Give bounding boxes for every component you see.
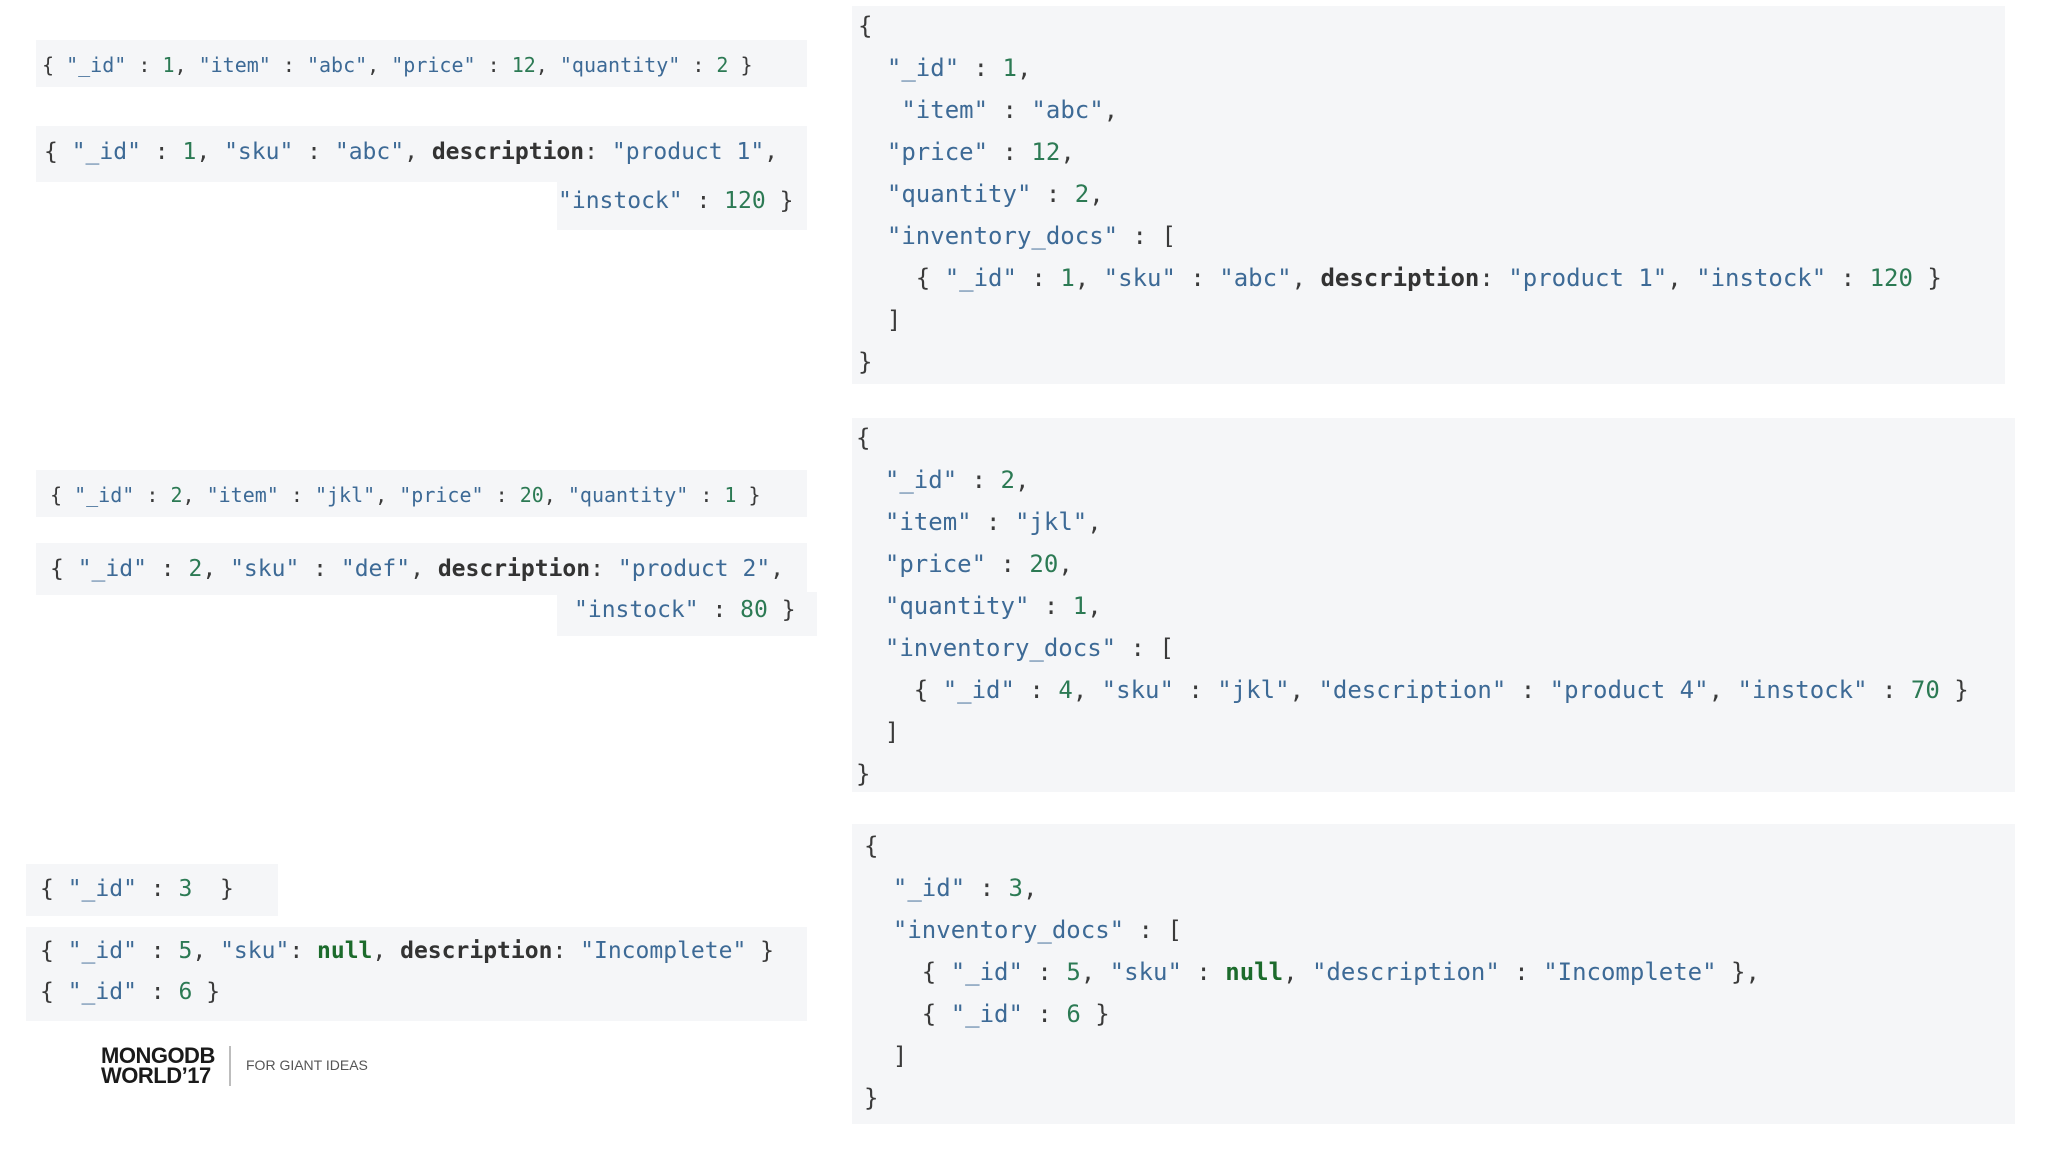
result-3-line: {: [864, 832, 879, 860]
inventory-doc-1-block-a: [36, 126, 807, 182]
result-2-line: ]: [856, 718, 900, 746]
result-doc-3-block: [852, 824, 2015, 1124]
result-doc-2-block: [852, 418, 2015, 792]
result-3-line: "_id" : 3,: [892, 874, 1038, 902]
result-2-line: }: [856, 760, 871, 788]
inventory-doc-3-line-2: { "_id" : 6 }: [40, 979, 221, 1005]
result-2-line: {: [856, 424, 871, 452]
result-2-line: "price" : 20,: [884, 550, 1073, 578]
result-2-line: "quantity" : 1,: [884, 592, 1102, 620]
result-2-line: "item" : "jkl",: [884, 508, 1102, 536]
inventory-doc-3-line-1: { "_id" : 5, "sku": null, description: "…: [40, 938, 775, 964]
result-3-line: "inventory_docs" : [: [892, 916, 1182, 944]
result-1-line: "_id" : 1,: [886, 54, 1032, 82]
result-1-line: {: [858, 12, 873, 40]
inventory-doc-3-block: [26, 927, 807, 1021]
result-3-line: { "_id" : 6 }: [864, 1000, 1110, 1028]
inventory-doc-1-line-2: "instock" : 120 }: [558, 188, 794, 214]
result-1-line: "price" : 12,: [886, 138, 1075, 166]
logo-divider: [229, 1046, 231, 1086]
mongodb-world-logo: MONGODB WORLD’17: [101, 1043, 215, 1088]
result-2-line: { "_id" : 4, "sku" : "jkl", "description…: [856, 676, 1969, 704]
result-1-line: "item" : "abc",: [901, 96, 1119, 124]
order-doc-3-block: [26, 864, 278, 916]
inventory-doc-2-line-2: "instock" : 80 }: [574, 597, 796, 623]
result-doc-1-block: [852, 6, 2005, 384]
order-doc-1: { "_id" : 1, "item" : "abc", "price" : 1…: [42, 53, 753, 77]
inventory-doc-2-line-1: { "_id" : 2, "sku" : "def", description:…: [50, 556, 785, 582]
inventory-doc-2-block-a: [36, 543, 807, 595]
result-1-line: }: [858, 348, 873, 376]
result-3-line: ]: [864, 1042, 908, 1070]
result-2-line: "_id" : 2,: [884, 466, 1030, 494]
order-doc-3: { "_id" : 3 }: [40, 876, 234, 902]
inventory-doc-1-line-1: { "_id" : 1, "sku" : "abc", description:…: [44, 139, 779, 165]
order-doc-1-block: [36, 40, 807, 87]
tagline: FOR GIANT IDEAS: [246, 1057, 368, 1073]
logo-line-1: MONGODB: [101, 1043, 215, 1068]
result-2-line: "inventory_docs" : [: [884, 634, 1174, 662]
result-1-line: "inventory_docs" : [: [886, 222, 1176, 250]
result-1-line: ]: [858, 306, 902, 334]
result-3-line: { "_id" : 5, "sku" : null, "description"…: [864, 958, 1760, 986]
logo-line-2: WORLD’17: [101, 1063, 211, 1088]
result-1-line: "quantity" : 2,: [886, 180, 1104, 208]
result-3-line: }: [864, 1084, 879, 1112]
inventory-doc-1-block-b: [557, 180, 807, 230]
result-1-line: { "_id" : 1, "sku" : "abc", description:…: [858, 264, 1942, 292]
order-doc-2-block: [36, 470, 807, 517]
inventory-doc-2-block-b: [557, 592, 817, 636]
order-doc-2: { "_id" : 2, "item" : "jkl", "price" : 2…: [50, 483, 761, 507]
